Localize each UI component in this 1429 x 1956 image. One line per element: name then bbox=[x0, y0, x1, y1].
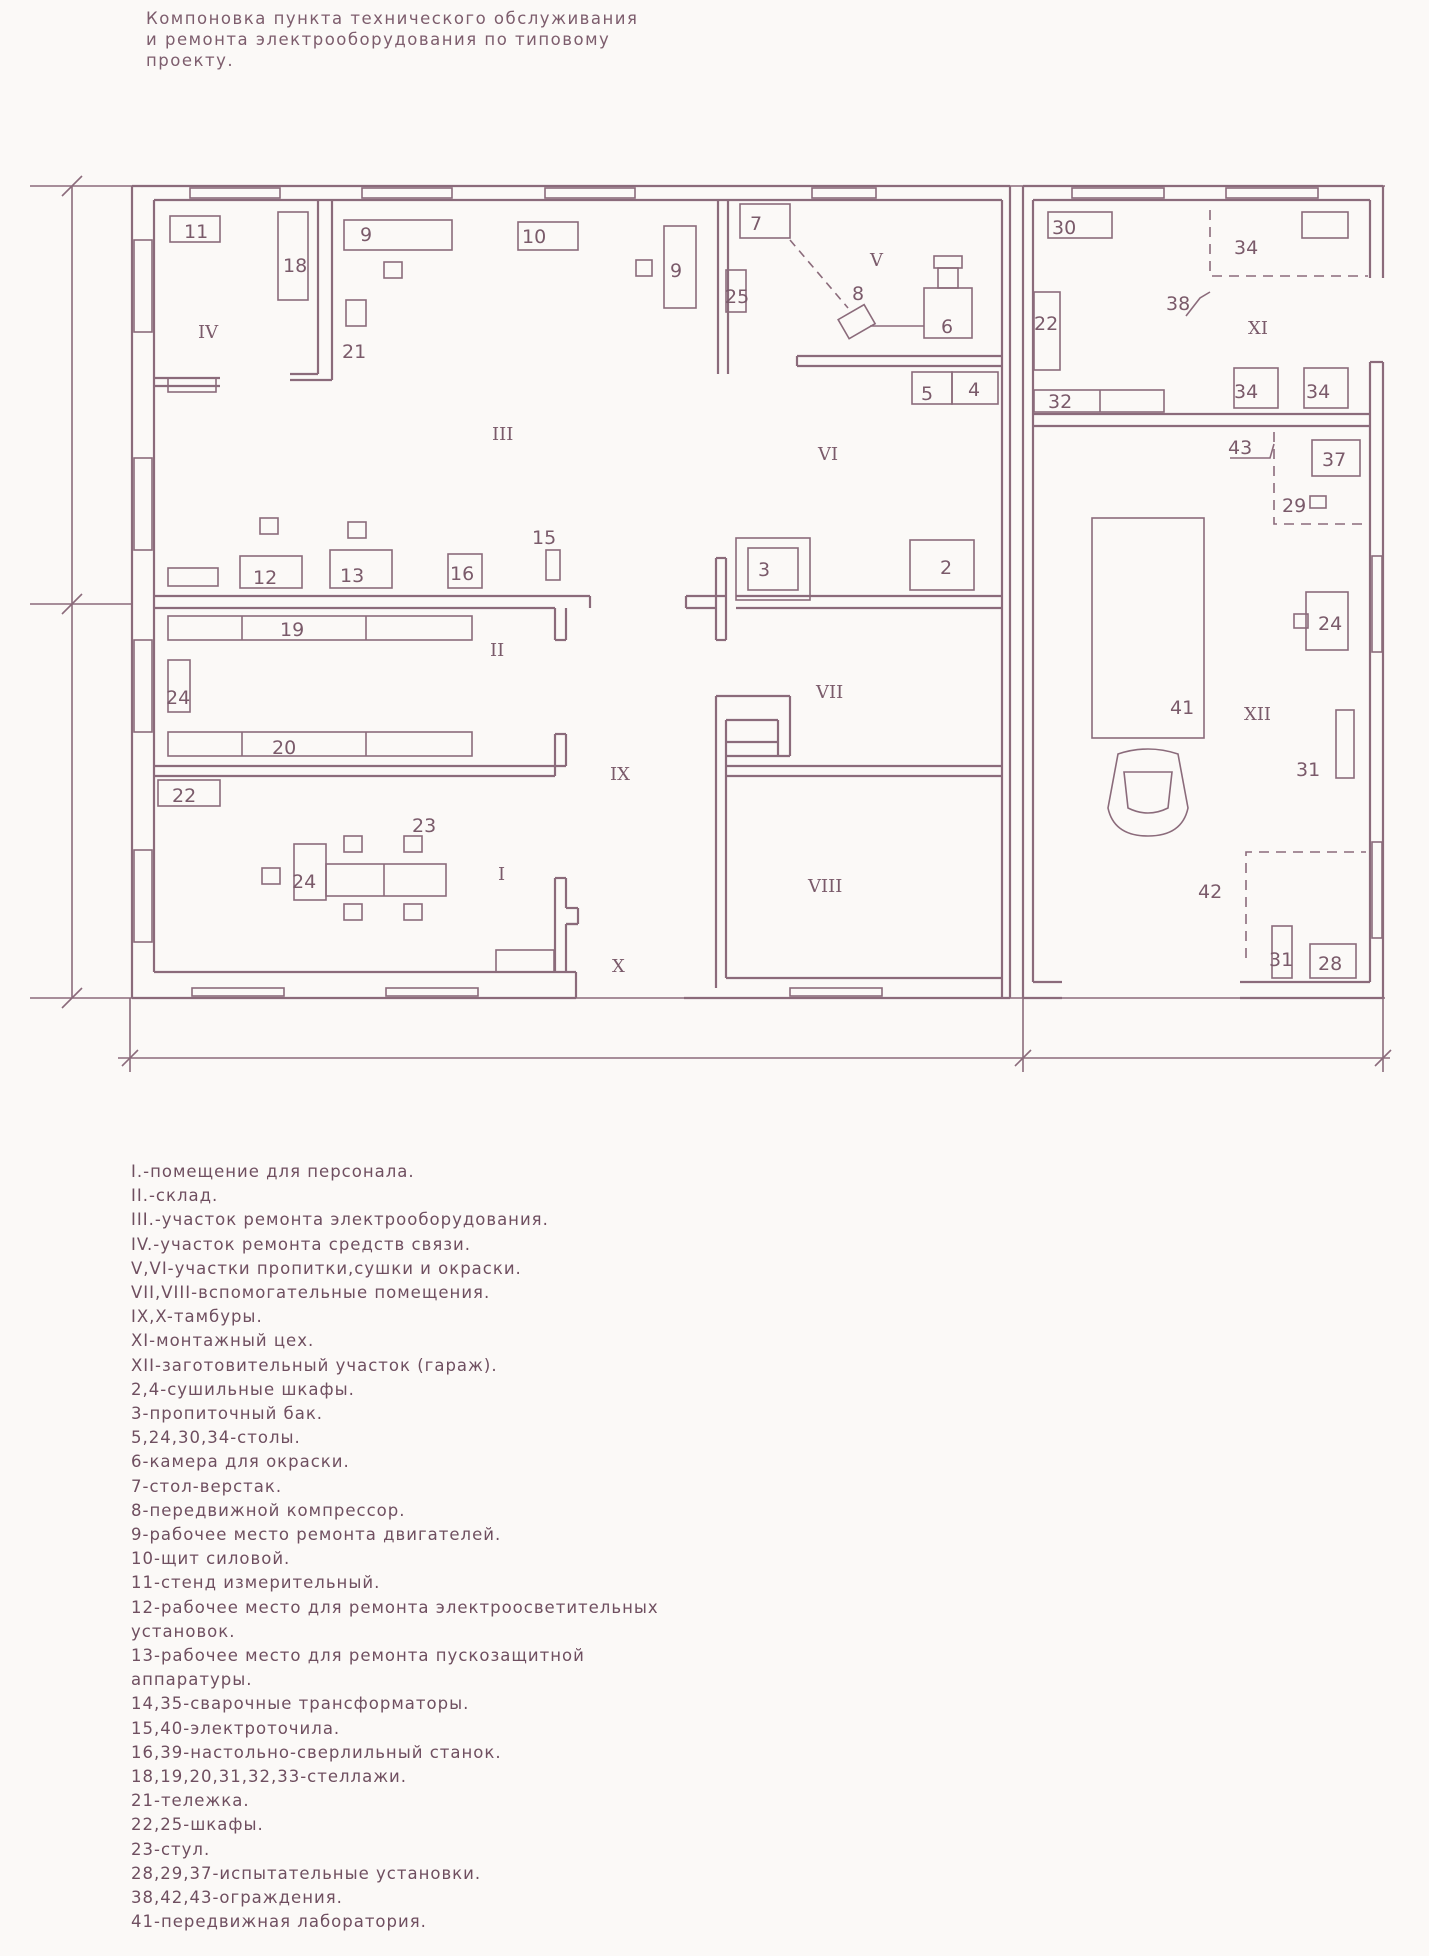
item-number: 42 bbox=[1198, 881, 1222, 903]
legend-item: 12-рабочее место для ремонта электроосве… bbox=[131, 1597, 659, 1617]
item-number: 23 bbox=[412, 815, 436, 837]
item-number: 11 bbox=[184, 221, 208, 243]
legend-item: 13-рабочее место для ремонта пускозащитн… bbox=[131, 1646, 585, 1666]
room-label-x: X bbox=[612, 956, 625, 977]
item-number: 25 bbox=[725, 286, 749, 308]
item-number: 21 bbox=[342, 341, 366, 363]
exterior-walls bbox=[130, 184, 1385, 1000]
legend-item: 21-тележка. bbox=[131, 1791, 250, 1811]
item-number: 8 bbox=[852, 283, 864, 305]
item-number: 24 bbox=[292, 871, 316, 893]
fences bbox=[1185, 210, 1368, 958]
room-label-iii: III bbox=[492, 424, 513, 445]
item-number: 6 bbox=[941, 316, 953, 338]
title-line-3: проекту. bbox=[146, 51, 235, 70]
room-label-vii: VII bbox=[815, 682, 843, 703]
legend-item: IV.-участок ремонта средств связи. bbox=[131, 1234, 471, 1254]
legend-item: II.-склад. bbox=[131, 1186, 219, 1206]
legend-item: 16,39-настольно-сверлильный станок. bbox=[131, 1742, 502, 1762]
item-number: 37 bbox=[1322, 449, 1346, 471]
item-number: 30 bbox=[1052, 217, 1076, 239]
item-number: 15 bbox=[532, 527, 556, 549]
legend-item: 2,4-сушильные шкафы. bbox=[131, 1379, 355, 1399]
room-labels: IV III V VI II VII IX VIII I X XI XII bbox=[198, 250, 1271, 977]
item-number: 34 bbox=[1306, 381, 1330, 403]
item-number: 16 bbox=[450, 563, 474, 585]
legend-item: 8-передвижной компрессор. bbox=[131, 1500, 406, 1520]
legend-item: IX,X-тамбуры. bbox=[131, 1307, 263, 1327]
item-number: 19 bbox=[280, 619, 304, 641]
room-label-xii: XII bbox=[1244, 704, 1271, 725]
legend-item: 15,40-электроточила. bbox=[131, 1718, 341, 1738]
item-number: 31 bbox=[1296, 759, 1320, 781]
item-number: 12 bbox=[253, 567, 277, 589]
legend-item: 6-камера для окраски. bbox=[131, 1452, 350, 1472]
item-number: 34 bbox=[1234, 237, 1258, 259]
windows bbox=[133, 187, 1383, 997]
item-number: 4 bbox=[968, 379, 980, 401]
legend-item: аппаратуры. bbox=[131, 1670, 253, 1690]
legend-item: 9-рабочее место ремонта двигателей. bbox=[131, 1525, 502, 1545]
legend-item: XI-монтажный цех. bbox=[131, 1331, 315, 1351]
legend-item: 11-стенд измерительный. bbox=[131, 1573, 381, 1593]
legend-item: 5,24,30,34-столы. bbox=[131, 1428, 301, 1448]
item-number: 18 bbox=[283, 255, 307, 277]
item-number: 3 bbox=[758, 559, 770, 581]
item-number: 10 bbox=[522, 226, 546, 248]
legend-item: III.-участок ремонта электрооборудования… bbox=[131, 1210, 549, 1230]
room-label-i: I bbox=[498, 864, 505, 885]
room-label-viii: VIII bbox=[807, 876, 842, 897]
room-label-ii: II bbox=[490, 640, 504, 661]
legend-item: 10-щит силовой. bbox=[131, 1549, 291, 1569]
item-number: 24 bbox=[166, 687, 190, 709]
item-number: 32 bbox=[1048, 391, 1072, 413]
item-number: 29 bbox=[1282, 495, 1306, 517]
item-number: 9 bbox=[360, 224, 372, 246]
item-number: 28 bbox=[1318, 953, 1342, 975]
item-number: 22 bbox=[172, 785, 196, 807]
title-line-2: и ремонта электрооборудования по типовом… bbox=[146, 30, 611, 49]
item-number: 41 bbox=[1170, 697, 1194, 719]
legend-item: 7-стол-верстак. bbox=[131, 1476, 283, 1496]
equipment-numbers: 11 18 9 10 9 21 7 25 8 6 5 4 12 13 16 15… bbox=[166, 213, 1346, 975]
item-number: 13 bbox=[340, 565, 364, 587]
legend: I.-помещение для персонала. II.-склад. I… bbox=[131, 1160, 1231, 1935]
item-number: 2 bbox=[940, 557, 952, 579]
legend-item: 18,19,20,31,32,33-стеллажи. bbox=[131, 1767, 408, 1787]
item-number: 9 bbox=[670, 260, 682, 282]
legend-item: 38,42,43-ограждения. bbox=[131, 1888, 343, 1908]
drawing-title: Компоновка пункта технического обслужива… bbox=[146, 8, 706, 71]
legend-item: XII-заготовительный участок (гараж). bbox=[131, 1355, 498, 1375]
legend-item: 41-передвижная лаборатория. bbox=[131, 1912, 427, 1932]
title-line-1: Компоновка пункта технического обслужива… bbox=[146, 9, 639, 28]
room-label-iv: IV bbox=[198, 322, 219, 343]
legend-item: I.-помещение для персонала. bbox=[131, 1162, 415, 1181]
legend-item: 22,25-шкафы. bbox=[131, 1815, 264, 1835]
room-label-vi: VI bbox=[817, 444, 838, 465]
equipment bbox=[157, 203, 1361, 979]
item-number: 24 bbox=[1318, 613, 1342, 635]
item-number: 5 bbox=[921, 383, 933, 405]
item-number: 38 bbox=[1166, 293, 1190, 315]
legend-item: V,VI-участки пропитки,сушки и окраски. bbox=[131, 1258, 522, 1278]
item-number: 20 bbox=[272, 737, 296, 759]
room-label-xi: XI bbox=[1248, 318, 1268, 339]
floor-plan: IV III V VI II VII IX VIII I X XI XII 11… bbox=[30, 175, 1392, 1072]
item-number: 31 bbox=[1269, 949, 1293, 971]
legend-item: 23-стул. bbox=[131, 1839, 211, 1859]
room-label-ix: IX bbox=[610, 764, 630, 785]
legend-item: 14,35-сварочные трансформаторы. bbox=[131, 1694, 470, 1714]
room-label-v: V bbox=[869, 250, 884, 271]
legend-item: 28,29,37-испытательные установки. bbox=[131, 1863, 482, 1883]
item-number: 34 bbox=[1234, 381, 1258, 403]
item-number: 43 bbox=[1228, 437, 1252, 459]
item-number: 22 bbox=[1034, 313, 1058, 335]
interior-walls bbox=[154, 200, 1370, 988]
item-number: 7 bbox=[750, 213, 762, 235]
legend-item: VII,VIII-вспомогательные помещения. bbox=[131, 1283, 491, 1303]
legend-item: установок. bbox=[131, 1621, 236, 1641]
legend-item: 3-пропиточный бак. bbox=[131, 1404, 324, 1424]
